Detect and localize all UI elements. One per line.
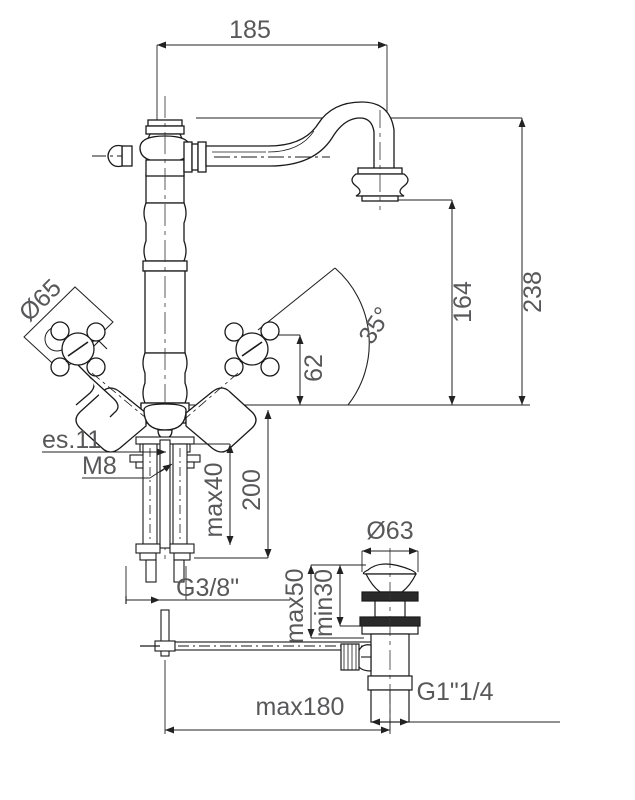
handles-group — [50, 321, 280, 453]
faucet-side-cap — [92, 144, 133, 168]
label-max180: max180 — [256, 693, 345, 721]
label-164: 164 — [449, 281, 477, 323]
mounting-tails — [129, 436, 201, 583]
label-max40: max40 — [200, 462, 228, 537]
spout-arm — [205, 101, 395, 173]
lower-dimension-lines — [42, 410, 560, 734]
label-max50: max50 — [281, 568, 309, 643]
faucet-body — [92, 96, 409, 560]
label-d65: Ø65 — [14, 274, 67, 327]
label-185: 185 — [229, 16, 271, 44]
popup-rod — [140, 609, 381, 657]
label-g114: G1"1/4 — [417, 678, 494, 706]
label-200: 200 — [238, 469, 266, 511]
right-handle — [185, 321, 280, 453]
label-35deg: 35° — [353, 302, 397, 349]
label-es11: es.11 — [42, 426, 101, 454]
label-min30: min30 — [310, 569, 338, 637]
label-238: 238 — [519, 271, 547, 313]
left-handle — [50, 321, 147, 453]
label-m8: M8 — [82, 452, 117, 480]
label-g38: G3/8" — [176, 574, 239, 602]
handle-center-hub — [143, 403, 187, 439]
waste-drain-assembly — [340, 548, 421, 730]
label-62: 62 — [300, 354, 328, 382]
dimension-lines-layer — [140, 41, 530, 406]
label-d63: Ø63 — [366, 517, 413, 545]
spout-collar — [183, 141, 207, 173]
